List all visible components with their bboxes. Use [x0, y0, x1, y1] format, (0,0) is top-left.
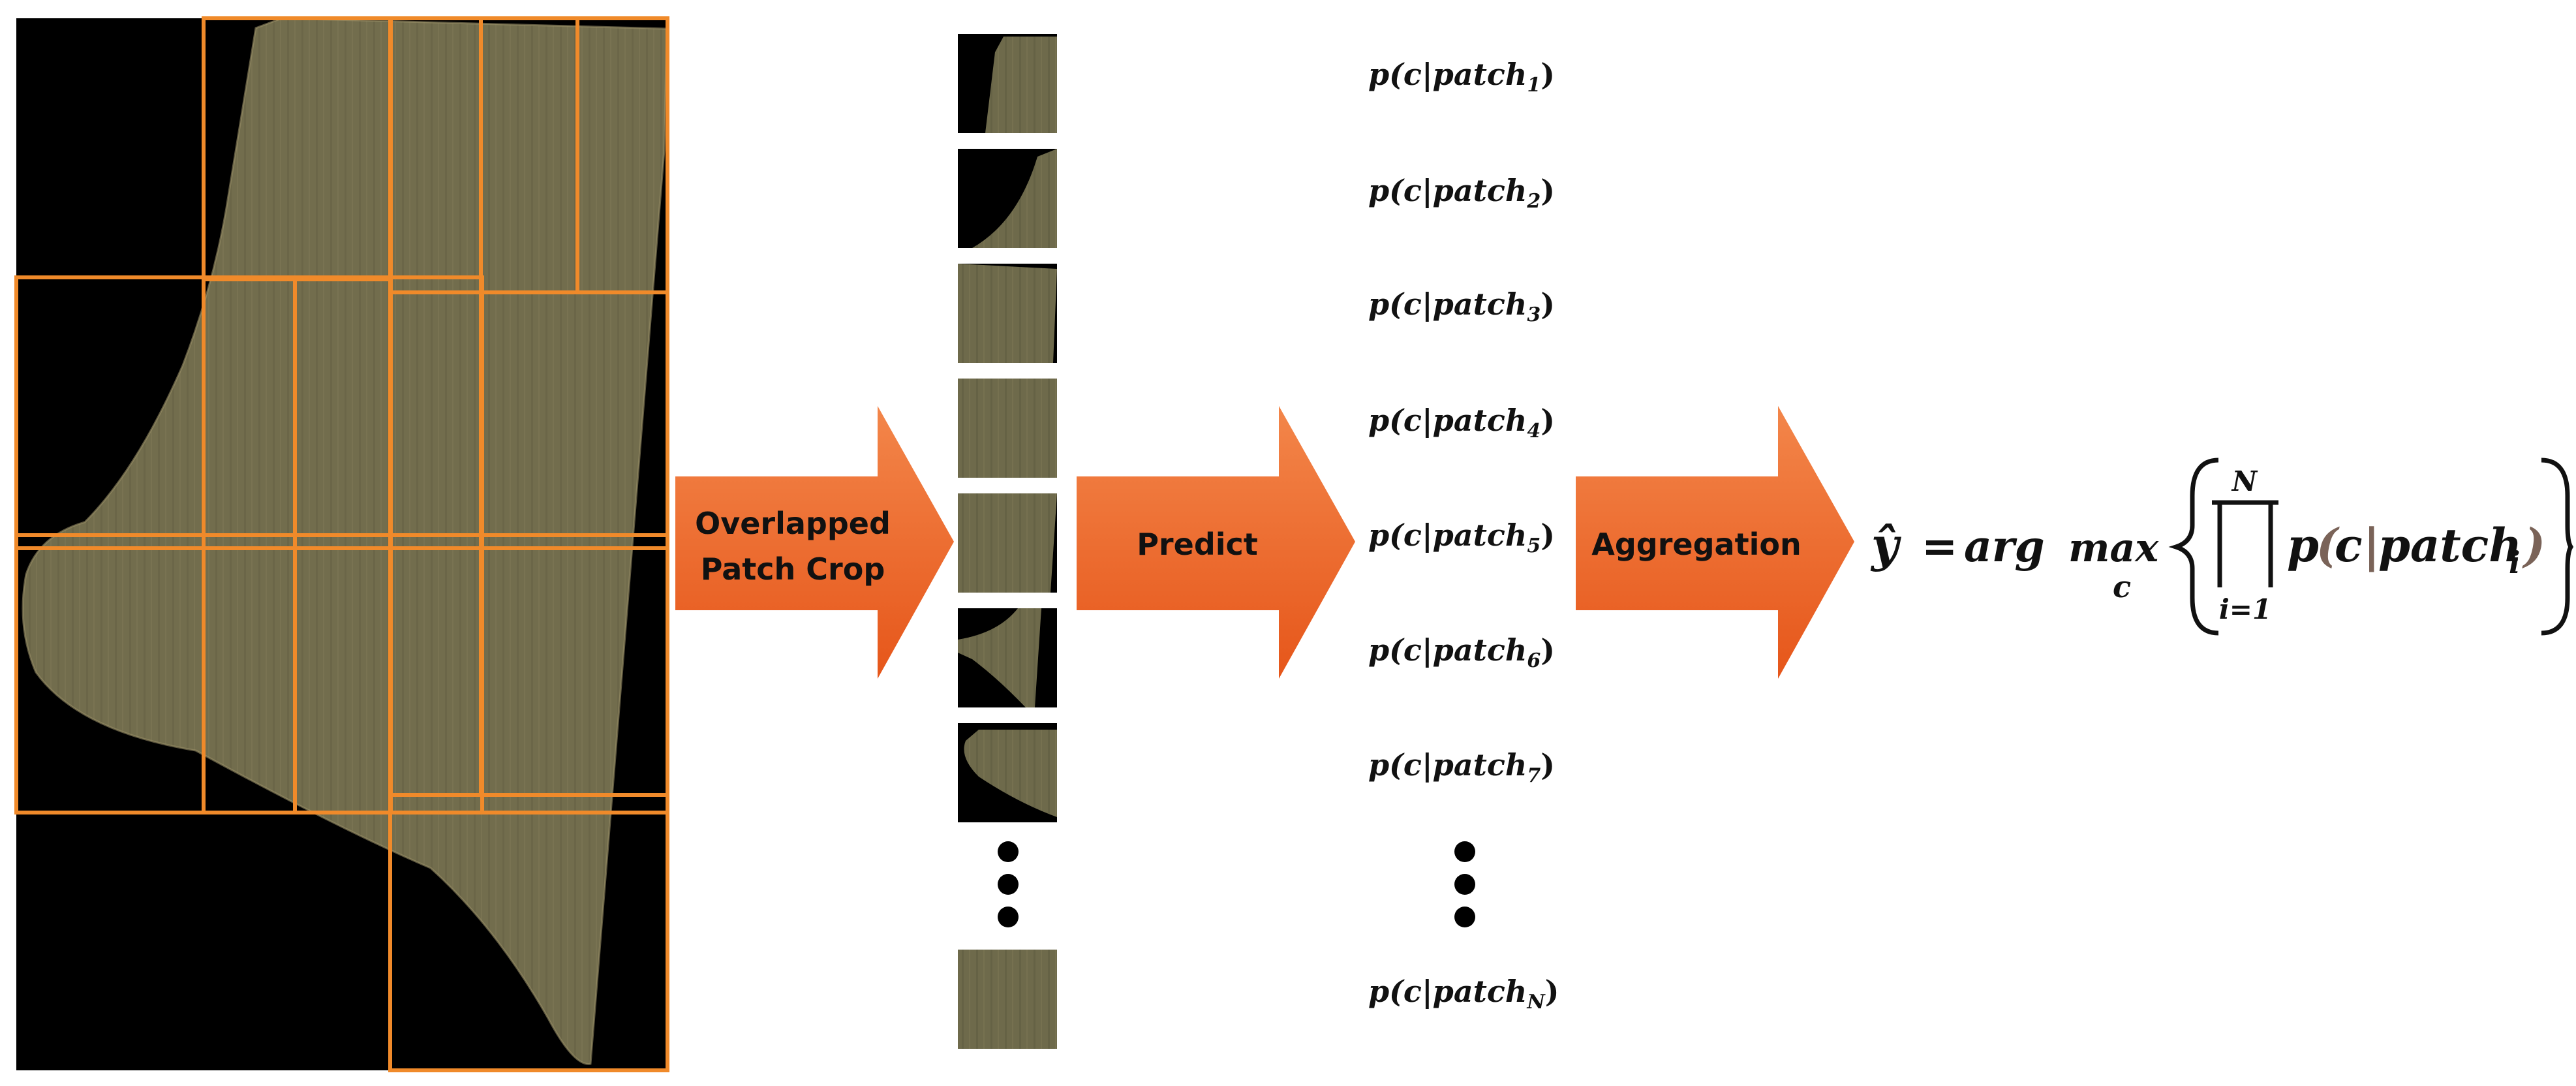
product-lower-limit: i=1 — [2219, 593, 2271, 625]
overlapped-patch-crop-arrow: Overlapped Patch Crop — [675, 406, 954, 679]
predict-label: Predict — [1137, 527, 1258, 562]
probability-column: p(c|patch1) p(c|patch2) p(c|patch3) p(c|pat… — [1368, 57, 1559, 1014]
probability-label: p(c|patch7) — [1368, 747, 1555, 787]
patch-thumbnail — [958, 723, 1057, 822]
crop-box — [14, 546, 669, 814]
crop-label-line1: Overlapped — [695, 506, 891, 541]
product-symbol — [2212, 500, 2278, 587]
probability-label: p(c|patch3) — [1368, 287, 1555, 326]
patch-thumbnail — [958, 950, 1057, 1049]
y-hat: ŷ — [1870, 517, 1901, 572]
left-brace — [2168, 458, 2219, 636]
patch-thumbnail — [958, 608, 1057, 707]
ellipsis-dots — [1454, 841, 1475, 927]
aggregation-label: Aggregation — [1591, 527, 1801, 562]
probability-label: p(c|patch1) — [1368, 57, 1555, 97]
formula-patch-subscript: i — [2509, 545, 2520, 580]
crop-boxes — [14, 16, 669, 1072]
product-upper-limit: N — [2231, 465, 2258, 497]
formula-open-paren: ( — [2316, 518, 2340, 572]
patch-thumbnails — [958, 34, 1057, 1049]
field-outline — [22, 17, 668, 1065]
patch-thumbnail — [958, 379, 1057, 478]
crop-label-line2: Patch Crop — [701, 551, 885, 587]
max-subscript: c — [2113, 569, 2131, 604]
probability-label: p(c|patch6) — [1368, 632, 1555, 672]
equals-sign: = — [1922, 521, 1957, 572]
formula-patch: patch — [2378, 518, 2522, 572]
ellipsis-dots — [998, 841, 1019, 927]
arg-text: arg — [1964, 521, 2045, 572]
patch-thumbnail — [958, 34, 1057, 133]
probability-label: p(c|patchN) — [1368, 974, 1559, 1014]
formula-bar: | — [2363, 518, 2380, 572]
patch-thumbnail — [958, 493, 1057, 593]
right-brace — [2541, 458, 2574, 636]
patch-thumbnail — [958, 264, 1057, 363]
max-text: max — [2068, 525, 2159, 571]
probability-label: p(c|patch4) — [1368, 403, 1555, 442]
field-image — [16, 17, 668, 1070]
formula-close-paren: ) — [2522, 518, 2545, 572]
aggregation-arrow: Aggregation — [1576, 406, 1854, 679]
crop-box — [388, 793, 669, 1072]
patch-thumbnail — [958, 149, 1057, 248]
predict-arrow: Predict — [1077, 406, 1355, 679]
probability-label: p(c|patch2) — [1368, 173, 1555, 213]
formula-c: c — [2335, 518, 2363, 572]
aggregation-formula: ŷ = arg max c N i=1 p ( c | patch i ) — [1870, 458, 2574, 636]
probability-label: p(c|patch5) — [1368, 518, 1555, 557]
formula-p: p — [2287, 518, 2319, 572]
